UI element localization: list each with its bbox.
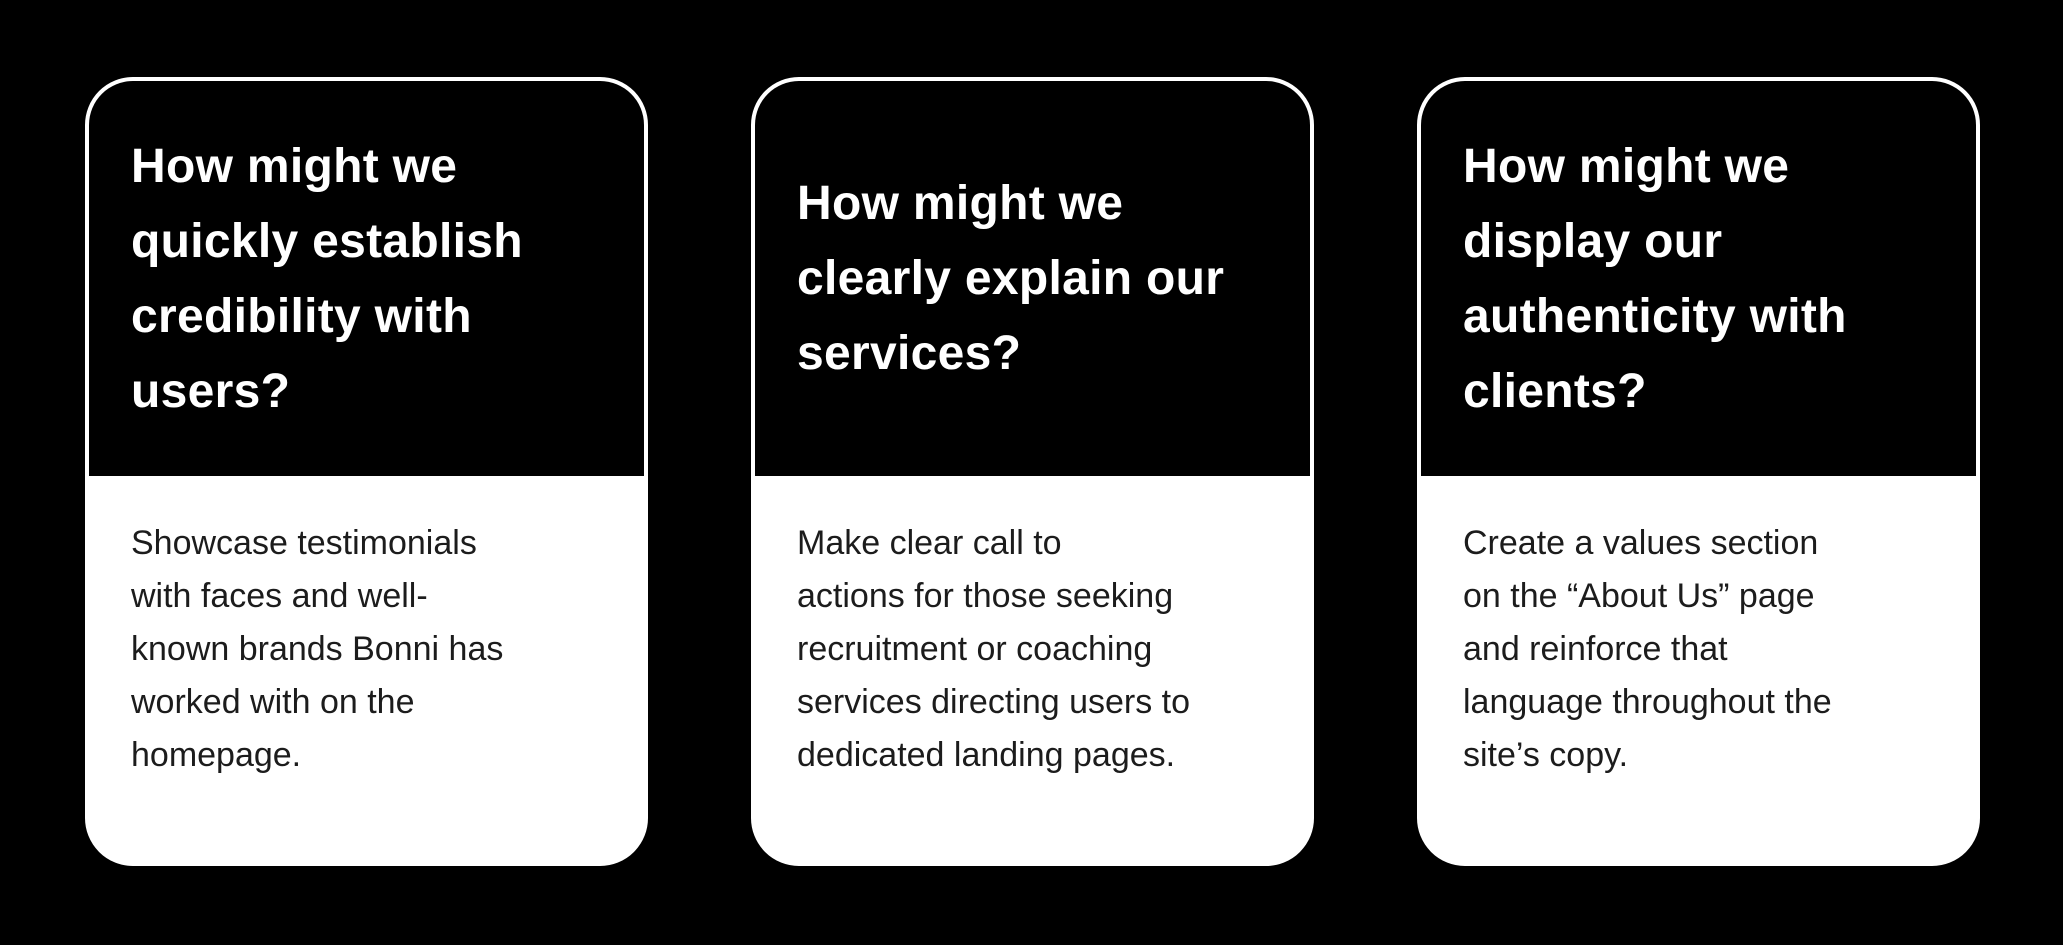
hmw-card-credibility: How might we quickly establish credibili… bbox=[85, 77, 648, 866]
hmw-card-authenticity: How might we display our authenticity wi… bbox=[1417, 77, 1980, 866]
hmw-card-services: How might we clearly explain our service… bbox=[751, 77, 1314, 866]
card-question-text: How might we clearly explain our service… bbox=[755, 81, 1310, 476]
card-solution-text: Create a values section on the “About Us… bbox=[1421, 476, 1976, 862]
card-question-text: How might we quickly establish credibili… bbox=[89, 81, 644, 476]
card-solution-text: Make clear call to actions for those see… bbox=[755, 476, 1310, 862]
card-solution-text: Showcase testimonials with faces and wel… bbox=[89, 476, 644, 862]
hmw-card-board: How might we quickly establish credibili… bbox=[85, 77, 1980, 866]
card-question-text: How might we display our authenticity wi… bbox=[1421, 81, 1976, 476]
